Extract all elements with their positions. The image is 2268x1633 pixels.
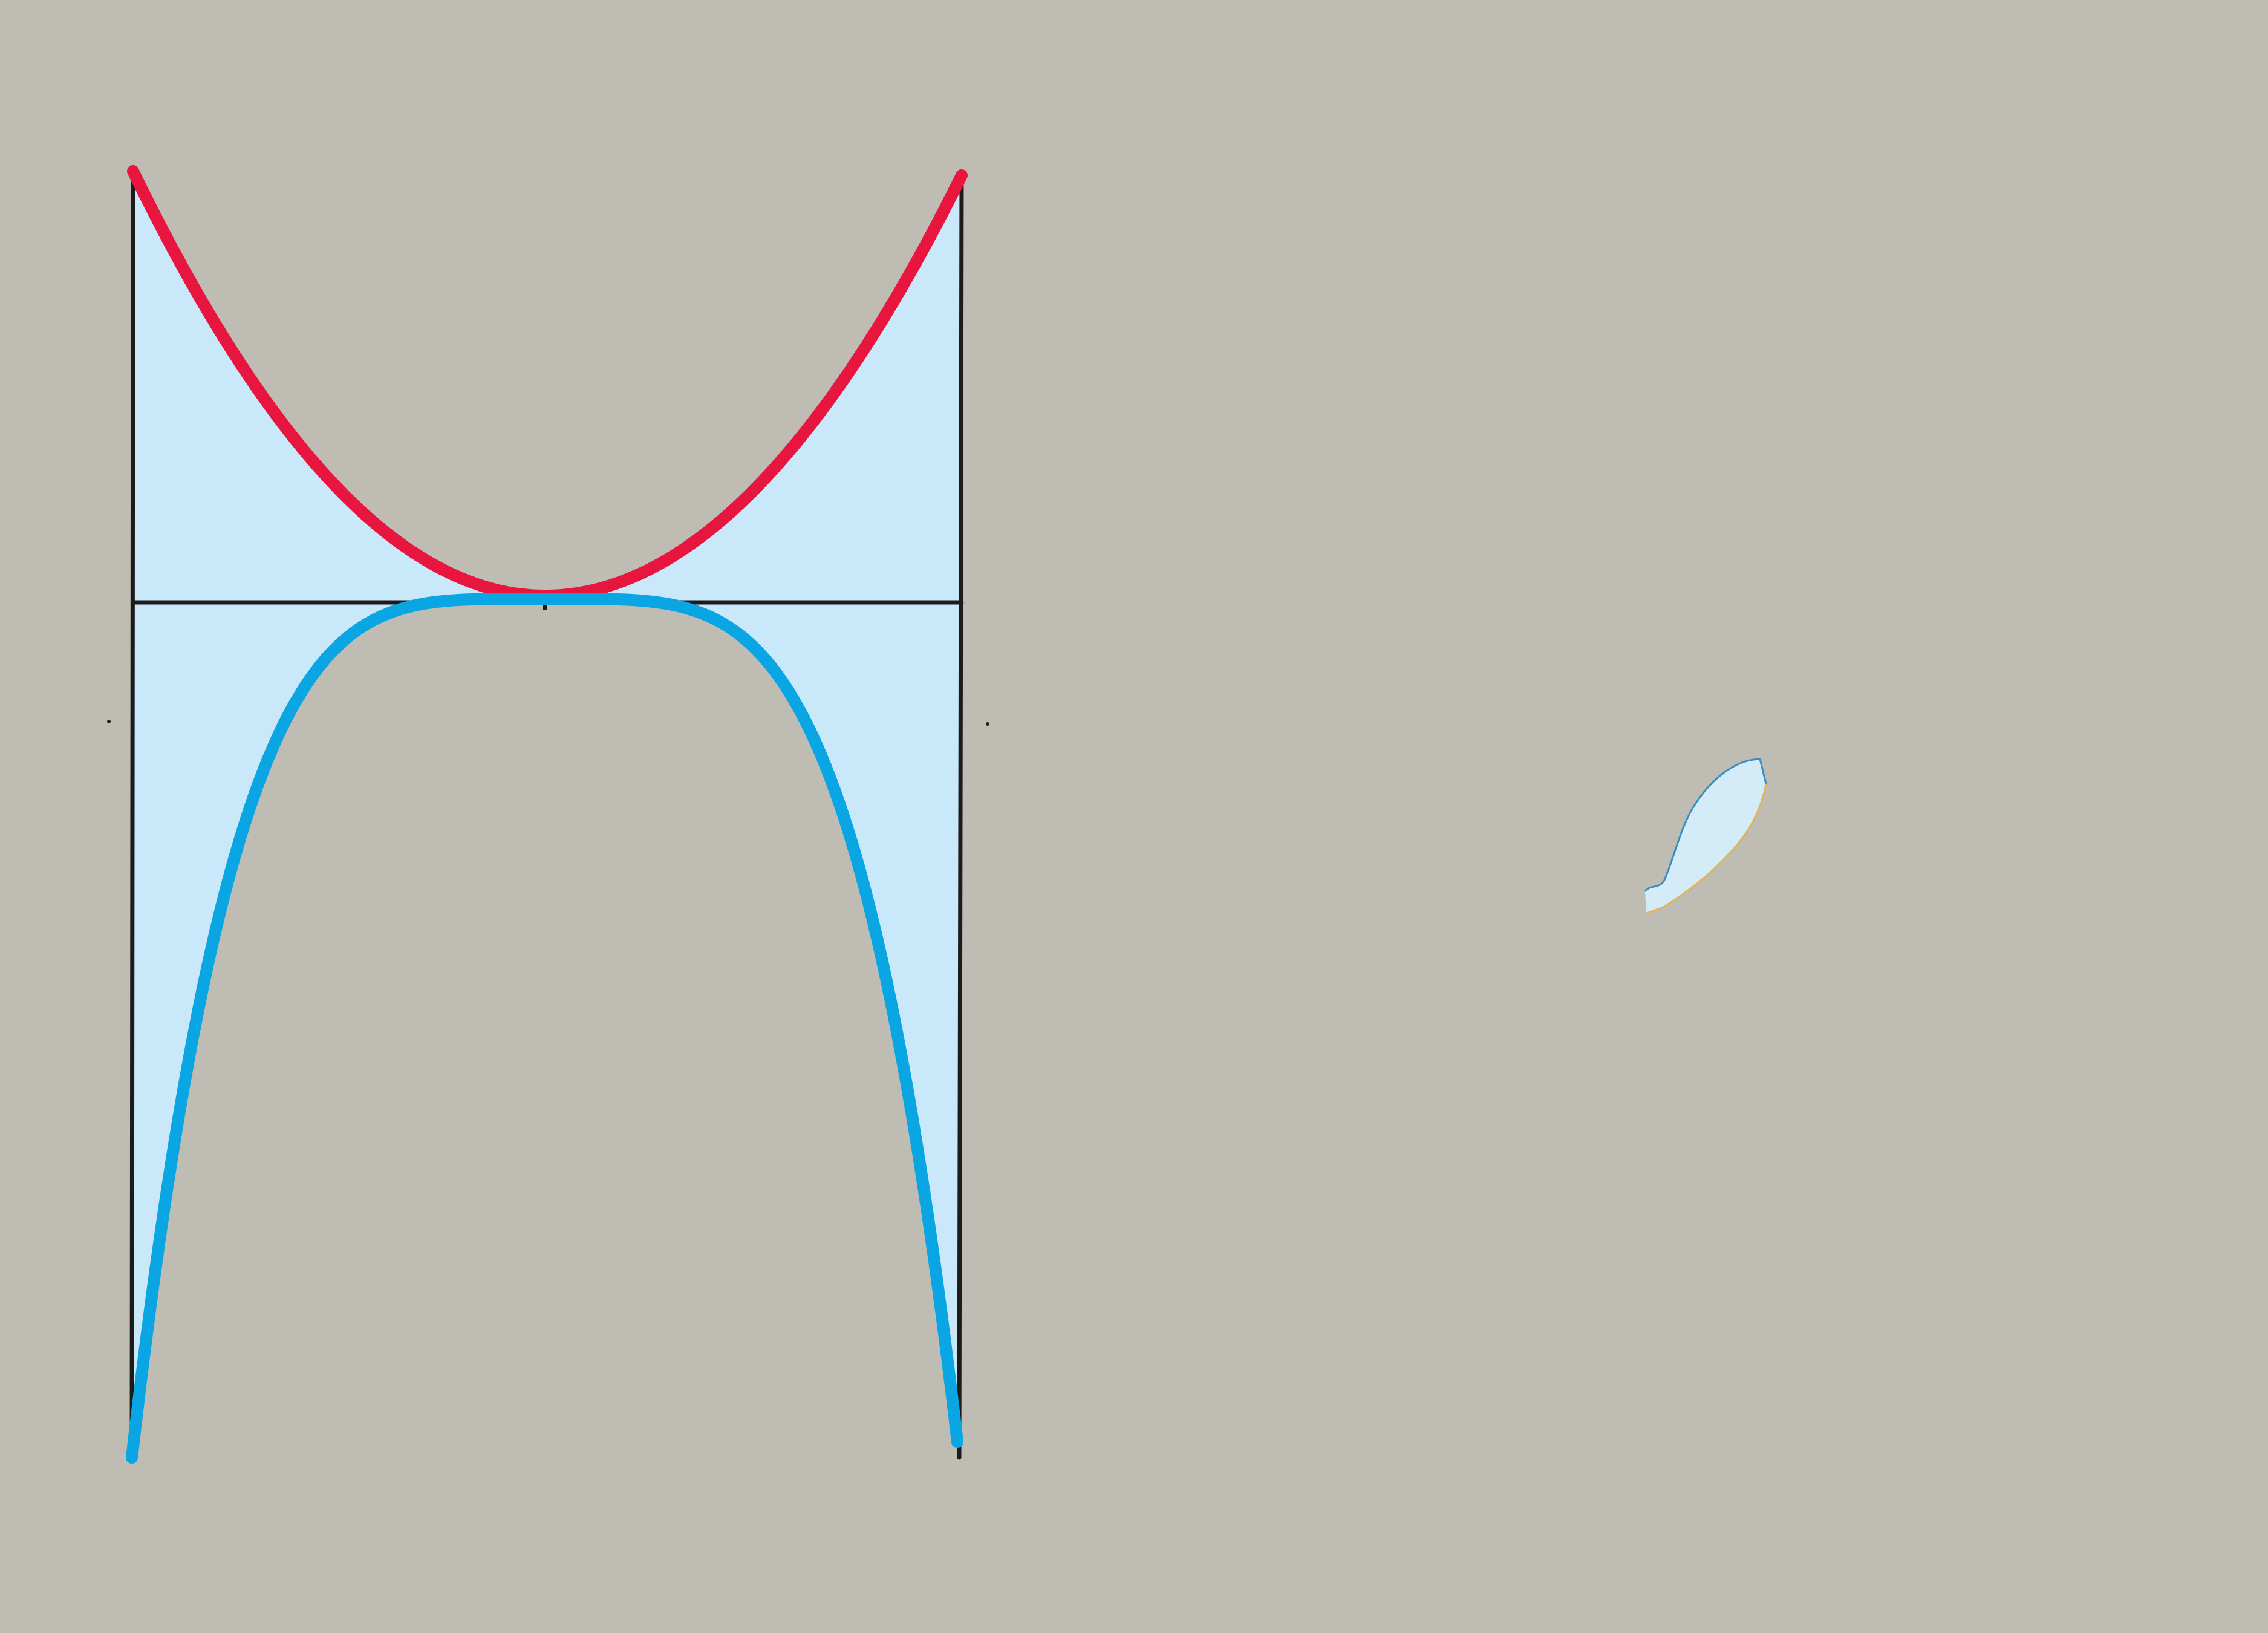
small-shaded-blob (1645, 759, 1766, 913)
small-blob-edge-lower (1646, 783, 1767, 914)
small-dot-left (107, 720, 111, 723)
lower-quartic-curve (126, 593, 963, 1464)
lower-shaded-region (132, 599, 962, 1458)
right-vertical-line (957, 173, 964, 1460)
left-vertical-line (129, 169, 135, 1460)
small-blob-edge (1644, 758, 1767, 892)
small-dot-right (986, 722, 989, 726)
